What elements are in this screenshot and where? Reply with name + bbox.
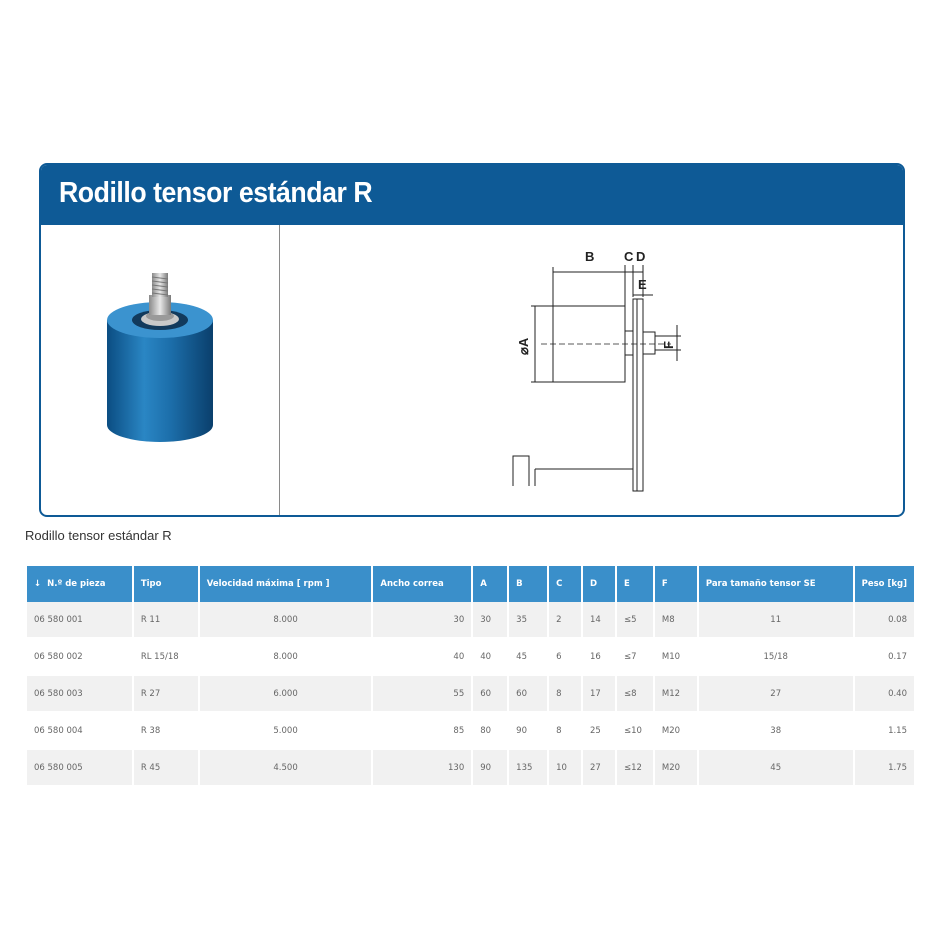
cell-max-speed: 8.000	[199, 602, 372, 639]
roller-photo	[107, 273, 213, 442]
cell-b: 45	[509, 639, 548, 676]
table-row: 06 580 001 R 11 8.000 30 30 35 2 14 ≤5 M…	[27, 602, 914, 639]
col-a[interactable]: A	[473, 566, 508, 602]
col-type[interactable]: Tipo	[133, 566, 198, 602]
cell-type: R 11	[133, 602, 198, 639]
table-row: 06 580 003 R 27 6.000 55 60 60 8 17 ≤8 M…	[27, 676, 914, 713]
cell-part-number: 06 580 005	[27, 750, 132, 787]
cell-c: 2	[549, 602, 582, 639]
col-c[interactable]: C	[549, 566, 582, 602]
dim-d-label: D	[636, 249, 645, 264]
cell-belt-width: 30	[373, 602, 472, 639]
cell-b: 135	[509, 750, 548, 787]
caption: Rodillo tensor estándar R	[25, 528, 172, 543]
cell-belt-width: 85	[373, 713, 472, 750]
card-title: Rodillo tensor estándar R	[59, 177, 373, 209]
cell-f: M8	[654, 602, 697, 639]
cell-e: ≤12	[616, 750, 653, 787]
technical-drawing: B C D E ⌀A F	[512, 249, 681, 492]
table-row: 06 580 002 RL 15/18 8.000 40 40 45 6 16 …	[27, 639, 914, 676]
roller-body	[107, 320, 213, 442]
col-b[interactable]: B	[509, 566, 548, 602]
cell-weight: 0.40	[854, 676, 914, 713]
cell-a: 90	[473, 750, 508, 787]
cell-type: R 27	[133, 676, 198, 713]
cell-c: 6	[549, 639, 582, 676]
cell-weight: 0.17	[854, 639, 914, 676]
table-row: 06 580 004 R 38 5.000 85 80 90 8 25 ≤10 …	[27, 713, 914, 750]
col-belt-width[interactable]: Ancho correa	[373, 566, 472, 602]
cell-a: 80	[473, 713, 508, 750]
dim-a-label: ⌀A	[516, 337, 531, 355]
cell-part-number: 06 580 003	[27, 676, 132, 713]
cell-a: 30	[473, 602, 508, 639]
cell-b: 90	[509, 713, 548, 750]
cell-f: M12	[654, 676, 697, 713]
cell-f: M20	[654, 713, 697, 750]
cell-e: ≤5	[616, 602, 653, 639]
cell-d: 16	[583, 639, 615, 676]
table-header-row: ↓N.º de pieza Tipo Velocidad máxima [ rp…	[27, 566, 914, 602]
cell-part-number: 06 580 002	[27, 639, 132, 676]
col-f[interactable]: F	[654, 566, 697, 602]
product-card: Rodillo tensor estándar R	[39, 163, 905, 517]
col-e[interactable]: E	[616, 566, 653, 602]
cell-c: 8	[549, 676, 582, 713]
cell-type: R 45	[133, 750, 198, 787]
cell-type: R 38	[133, 713, 198, 750]
cell-b: 35	[509, 602, 548, 639]
card-divider	[279, 225, 280, 515]
cell-e: ≤8	[616, 676, 653, 713]
cell-f: M20	[654, 750, 697, 787]
dim-e-label: E	[638, 277, 647, 292]
cell-max-speed: 6.000	[199, 676, 372, 713]
cell-tensor-size: 27	[698, 676, 853, 713]
cell-e: ≤10	[616, 713, 653, 750]
cell-tensor-size: 45	[698, 750, 853, 787]
cell-max-speed: 8.000	[199, 639, 372, 676]
col-d[interactable]: D	[583, 566, 615, 602]
dim-b-label: B	[585, 249, 594, 264]
cell-d: 14	[583, 602, 615, 639]
sort-arrow-icon[interactable]: ↓	[34, 579, 42, 589]
cell-c: 8	[549, 713, 582, 750]
cell-part-number: 06 580 004	[27, 713, 132, 750]
bolt-nut	[149, 295, 171, 315]
cell-belt-width: 40	[373, 639, 472, 676]
cell-c: 10	[549, 750, 582, 787]
col-part-number[interactable]: ↓N.º de pieza	[27, 566, 132, 602]
col-weight[interactable]: Peso [kg]	[854, 566, 914, 602]
cell-part-number: 06 580 001	[27, 602, 132, 639]
cell-tensor-size: 11	[698, 602, 853, 639]
col-tensor-size[interactable]: Para tamaño tensor SE	[698, 566, 853, 602]
cell-weight: 1.75	[854, 750, 914, 787]
cell-a: 40	[473, 639, 508, 676]
cell-type: RL 15/18	[133, 639, 198, 676]
cell-weight: 0.08	[854, 602, 914, 639]
dim-c-label: C	[624, 249, 634, 264]
col-max-speed[interactable]: Velocidad máxima [ rpm ]	[199, 566, 372, 602]
cell-belt-width: 130	[373, 750, 472, 787]
cell-a: 60	[473, 676, 508, 713]
cell-e: ≤7	[616, 639, 653, 676]
dim-f-label: F	[661, 341, 676, 349]
cell-tensor-size: 38	[698, 713, 853, 750]
cell-f: M10	[654, 639, 697, 676]
cell-weight: 1.15	[854, 713, 914, 750]
cell-belt-width: 55	[373, 676, 472, 713]
cell-max-speed: 4.500	[199, 750, 372, 787]
cell-d: 25	[583, 713, 615, 750]
cell-d: 17	[583, 676, 615, 713]
card-header: Rodillo tensor estándar R	[41, 165, 903, 225]
cell-d: 27	[583, 750, 615, 787]
cell-max-speed: 5.000	[199, 713, 372, 750]
table-row: 06 580 005 R 45 4.500 130 90 135 10 27 ≤…	[27, 750, 914, 787]
specs-table: ↓N.º de pieza Tipo Velocidad máxima [ rp…	[25, 566, 916, 787]
cell-b: 60	[509, 676, 548, 713]
cell-tensor-size: 15/18	[698, 639, 853, 676]
